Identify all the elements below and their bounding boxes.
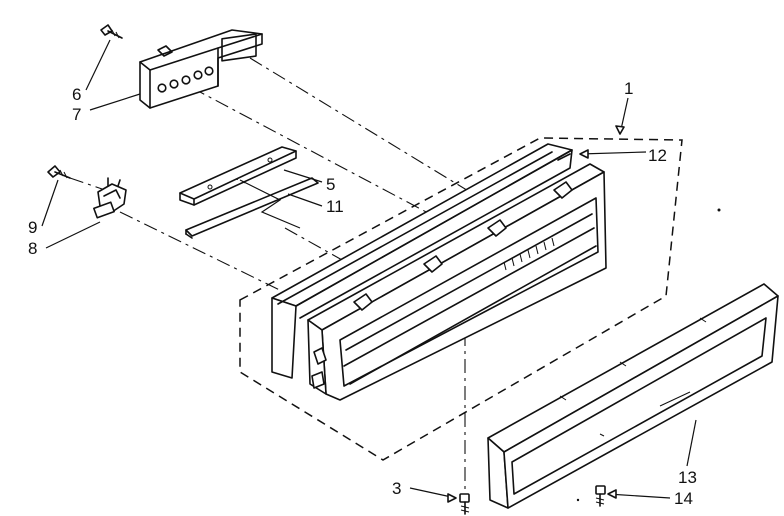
callout-11: 11 [326, 197, 344, 216]
bar-5-part [179, 146, 297, 206]
callout-3: 3 [392, 479, 401, 498]
back-panel-12-part [271, 143, 573, 379]
callout-7: 7 [72, 105, 81, 124]
control-bracket-part [139, 29, 263, 109]
front-panel-part [307, 163, 607, 401]
screw-6-part [100, 24, 123, 39]
callout-8: 8 [28, 239, 37, 258]
trim-frame-13-part [487, 283, 779, 509]
bracket-connector [239, 179, 301, 229]
callout-9: 9 [28, 218, 37, 237]
callout-1: 1 [624, 79, 633, 98]
callout-6: 6 [72, 85, 81, 104]
speck [717, 208, 721, 212]
screw-9-part [47, 165, 71, 179]
callout-13: 13 [678, 468, 697, 487]
leader-lines [41, 39, 697, 499]
callout-5: 5 [326, 175, 335, 194]
alignment-lines [69, 57, 471, 494]
clip-8-part [93, 177, 127, 219]
callout-12: 12 [648, 146, 667, 165]
speck [576, 498, 580, 502]
arrowheads [447, 125, 625, 503]
callout-labels: 1 12 5 11 6 7 9 8 3 13 14 [28, 79, 697, 508]
indicator-slots [503, 237, 555, 271]
callout-14: 14 [674, 489, 693, 508]
screw-14-part [595, 485, 606, 507]
screw-3-part [459, 493, 470, 515]
